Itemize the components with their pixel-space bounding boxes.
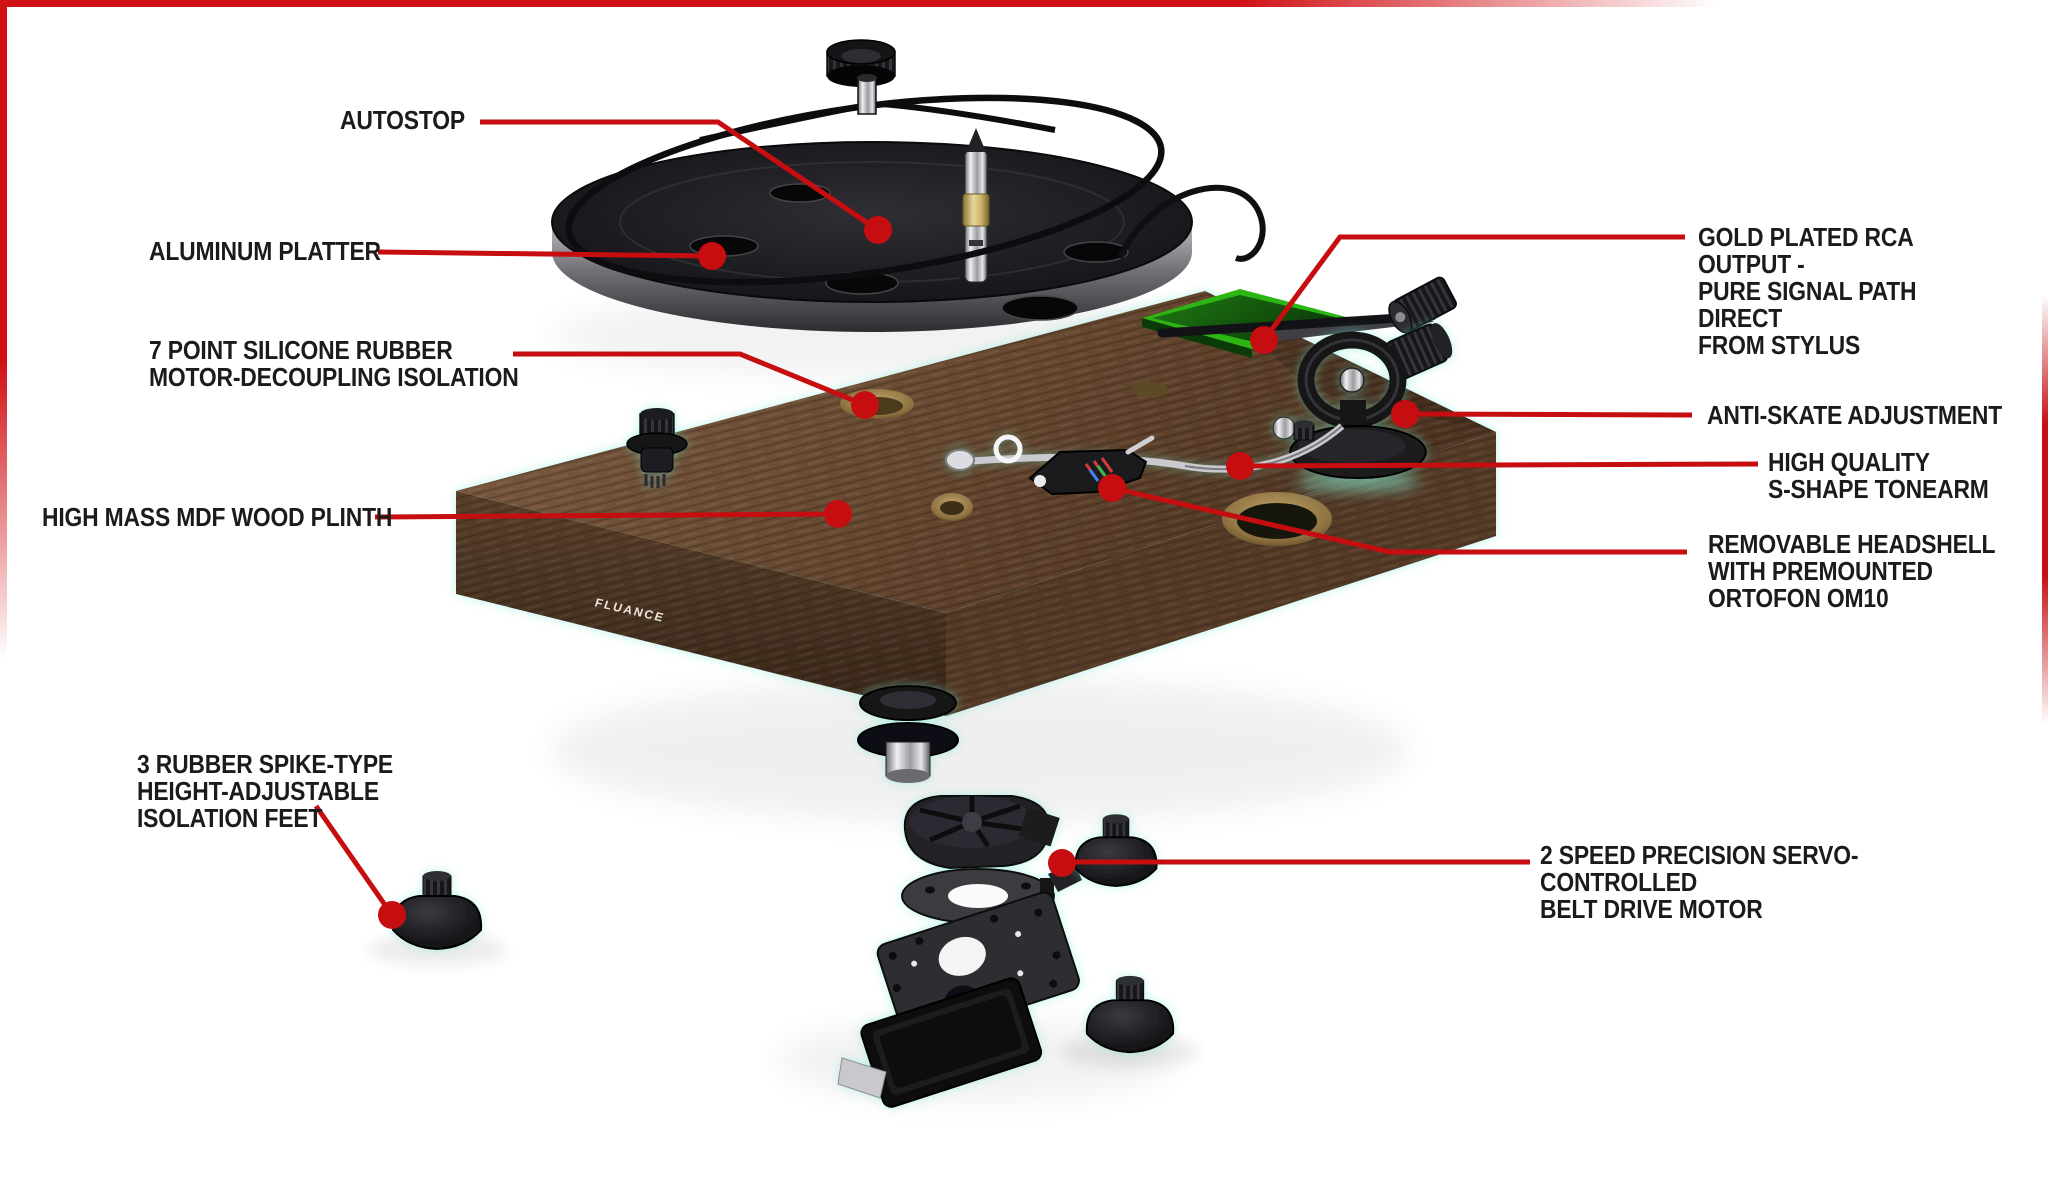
callout-line-silicone-isolation: [513, 351, 866, 408]
callout-line-mdf-plinth: [374, 511, 839, 520]
rca-plug: [1388, 276, 1457, 334]
callout-line-aluminum-platter: [377, 249, 713, 259]
callout-label-anti-skate: ANTI-SKATE ADJUSTMENT: [1707, 400, 2003, 430]
spindle-bearing-assembly: [857, 685, 959, 783]
callout-label-belt-drive-motor: 2 SPEED PRECISION SERVO-CONTROLLED BELT …: [1540, 840, 1859, 924]
callout-dot-s-shape-tonearm: [1226, 452, 1254, 480]
foot-left: [391, 871, 483, 951]
callout-dot-aluminum-platter: [698, 242, 726, 270]
callout-label-aluminum-platter: ALUMINUM PLATTER: [149, 236, 381, 266]
callout-line-s-shape-tonearm: [1239, 461, 1759, 469]
armrest-bar: [1157, 311, 1437, 338]
callout-label-mdf-plinth: HIGH MASS MDF WOOD PLINTH: [42, 502, 393, 532]
callout-label-autostop: AUTOSTOP: [340, 105, 465, 135]
callout-dot-removable-headshell: [1098, 474, 1126, 502]
callout-dot-belt-drive-motor: [1048, 849, 1076, 877]
motor-cover-mat: [860, 977, 1043, 1108]
callout-label-removable-headshell: REMOVABLE HEADSHELL WITH PREMOUNTED ORTO…: [1708, 529, 1996, 613]
callout-dot-isolation-feet: [378, 901, 406, 929]
callout-dot-silicone-isolation: [851, 391, 879, 419]
arm-lock-collar: [945, 449, 975, 471]
callout-label-silicone-isolation: 7 POINT SILICONE RUBBER MOTOR-DECOUPLING…: [149, 335, 519, 392]
callout-line-isolation-feet: [313, 804, 395, 917]
anti-skate-knob: [1293, 420, 1315, 441]
callout-dot-mdf-plinth: [824, 500, 852, 528]
callout-dot-autostop: [864, 216, 892, 244]
rca-cable: [1117, 184, 1266, 262]
foot-right-lower: [1085, 975, 1175, 1054]
isolation-grommet: [626, 408, 688, 488]
motor-assembly: [837, 795, 1082, 1108]
callout-dot-rca-output: [1250, 326, 1278, 354]
callout-dot-anti-skate: [1391, 400, 1419, 428]
callout-line-rca-output: [1261, 234, 1685, 342]
callout-line-anti-skate: [1404, 411, 1693, 418]
callout-line-autostop: [480, 119, 880, 233]
drive-belt: [565, 74, 1165, 286]
callout-line-removable-headshell: [1111, 485, 1687, 555]
rca-output-board: [1117, 184, 1437, 358]
callout-label-rca-output: GOLD PLATED RCA OUTPUT - PURE SIGNAL PAT…: [1698, 222, 1917, 360]
callout-label-s-shape-tonearm: HIGH QUALITY S-SHAPE TONEARM: [1768, 447, 1989, 504]
gimbal-pivot: [1339, 367, 1365, 393]
plinth-hole-small: [1132, 382, 1168, 398]
tonearm-rest-ring: [993, 434, 1023, 464]
isolation-feet: [391, 814, 1175, 1054]
mat-bracket: [837, 1057, 887, 1099]
callout-label-isolation-feet: 3 RUBBER SPIKE-TYPE HEIGHT-ADJUSTABLE IS…: [137, 749, 394, 833]
plinth-hole-center: [931, 493, 973, 521]
wood-plinth: FLUANCE: [456, 291, 1496, 716]
tonearm-assembly: [945, 322, 1453, 491]
